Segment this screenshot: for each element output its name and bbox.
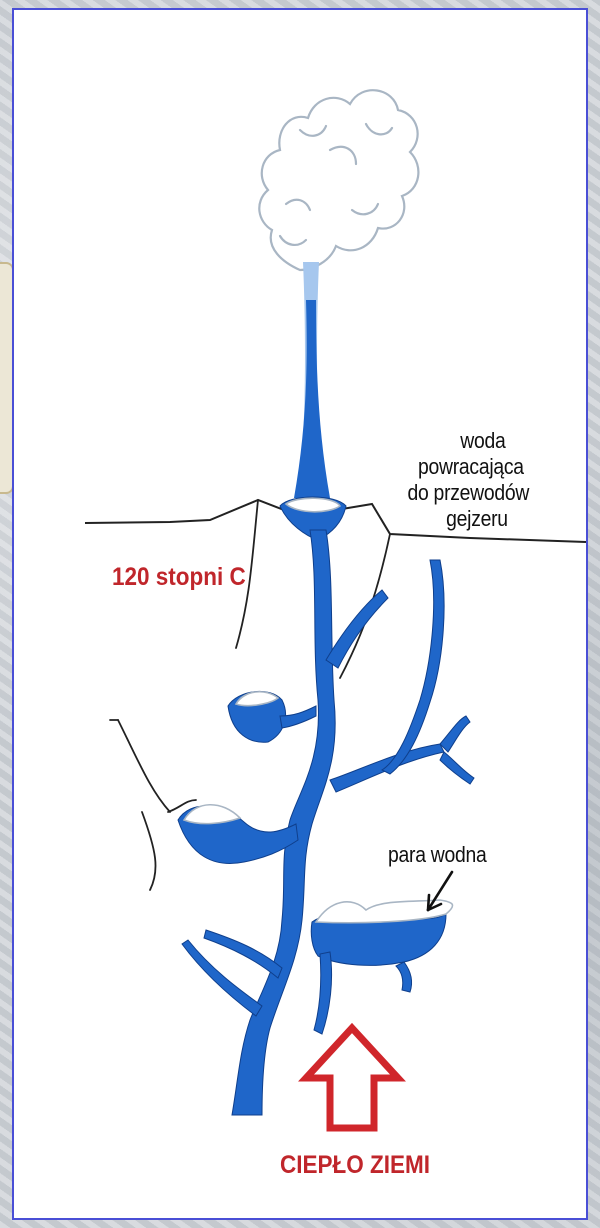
label-returning-water-line3: do przewodów	[407, 480, 594, 506]
label-returning-water-line4: gejzeru	[418, 506, 594, 532]
label-temperature: 120 stopni C	[112, 562, 246, 592]
steam-cloud	[259, 90, 418, 270]
label-returning-water-line1: woda	[418, 428, 594, 454]
label-earth-heat: CIEPŁO ZIEMI	[280, 1150, 430, 1180]
heat-arrow	[306, 1028, 398, 1128]
label-returning-water: woda powracająca do przewodów gejzeru	[418, 428, 594, 532]
label-steam: para wodna	[388, 842, 487, 868]
label-returning-water-line2: powracająca	[418, 454, 594, 480]
water-column	[294, 300, 330, 498]
